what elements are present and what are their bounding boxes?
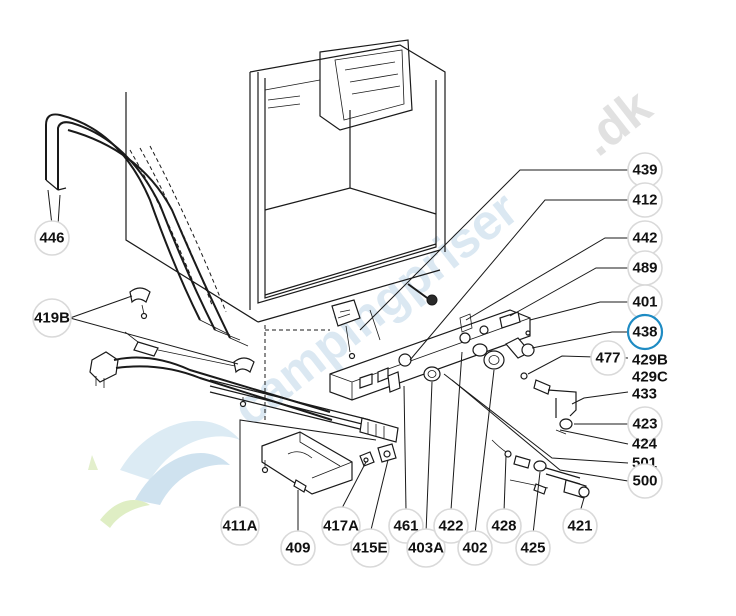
callout-428-label: 428: [491, 518, 516, 535]
callout-428: 428: [486, 508, 522, 544]
cabinet: [125, 39, 446, 420]
callout-415e-label: 415E: [352, 540, 387, 557]
callout-500: 500: [627, 463, 663, 499]
callout-417a-label: 417A: [323, 518, 359, 535]
callout-439-label: 439: [632, 162, 657, 179]
callout-402: 402: [457, 530, 493, 566]
callout-424-label: 424: [632, 436, 658, 453]
callout-403a: 403A: [406, 528, 446, 568]
callout-401: 401: [627, 284, 663, 320]
callout-489-label: 489: [632, 260, 657, 277]
callout-409-label: 409: [285, 540, 310, 557]
callout-424: 424: [632, 436, 658, 453]
knob-403a: [423, 366, 441, 382]
terminal-417a: [359, 451, 375, 467]
callout-419b: 419B: [32, 298, 72, 338]
igniter-electrode: [407, 283, 438, 306]
callout-402-label: 402: [462, 540, 487, 557]
callout-409: 409: [280, 530, 316, 566]
bracket-409: [261, 431, 353, 495]
gas-valve-assembly: [520, 372, 577, 435]
callout-411a-label: 411A: [222, 518, 257, 535]
piezo-igniter-438: [505, 337, 535, 359]
callout-425-label: 425: [520, 540, 545, 557]
callout-442-label: 442: [632, 230, 657, 247]
callout-429b: 429B: [632, 352, 668, 369]
callout-423-label: 423: [632, 416, 657, 433]
callout-421-label: 421: [567, 518, 592, 535]
callout-421: 421: [562, 508, 598, 544]
callout-500-label: 500: [632, 473, 657, 490]
callout-412-label: 412: [632, 192, 657, 209]
callout-438-label: 438: [632, 324, 657, 341]
watermark-brand: campingpriser: [222, 180, 528, 436]
callout-412: 412: [627, 182, 663, 218]
callout-429c-label: 429C: [632, 369, 668, 386]
callout-442: 442: [627, 220, 663, 256]
gas-tubes-446: [45, 113, 249, 347]
callout-411a: 411A: [220, 506, 260, 546]
callout-439: 439: [627, 152, 663, 188]
callout-477: 477: [590, 340, 626, 376]
knob-402: [483, 350, 505, 370]
knob-422: [472, 343, 488, 357]
control-panel-401: [329, 309, 531, 401]
clamp-419b-bottom: [233, 357, 255, 374]
knob-461: [387, 371, 401, 393]
callout-425: 425: [515, 530, 551, 566]
callout-429b-label: 429B: [632, 352, 668, 369]
callout-415e: 415E: [350, 528, 390, 568]
wiring-harness: [209, 379, 399, 443]
callout-401-label: 401: [632, 294, 657, 311]
callout-446-label: 446: [39, 230, 64, 247]
callout-461-label: 461: [393, 518, 418, 535]
callout-429c: 429C: [632, 369, 668, 386]
callout-433: 433: [632, 386, 657, 403]
callout-417a: 417A: [321, 506, 361, 546]
callout-422-label: 422: [438, 518, 463, 535]
leader-lines: [47, 169, 630, 535]
callout-489: 489: [627, 250, 663, 286]
callout-433-label: 433: [632, 386, 657, 403]
thermostat-switch: [331, 299, 381, 360]
clamp-419b-top: [129, 287, 151, 320]
watermark: campingpriser .dk: [88, 78, 662, 528]
callout-422: 422: [433, 508, 469, 544]
watermark-logo-icon: [88, 420, 240, 528]
power-cord: [89, 331, 333, 421]
callout-403a-label: 403A: [408, 540, 444, 557]
terminal-415e: [377, 443, 397, 463]
callout-419b-label: 419B: [34, 310, 70, 327]
callout-446: 446: [34, 220, 70, 256]
callout-438: 438: [626, 313, 664, 351]
callout-477-label: 477: [595, 350, 620, 367]
callout-423: 423: [627, 406, 663, 442]
